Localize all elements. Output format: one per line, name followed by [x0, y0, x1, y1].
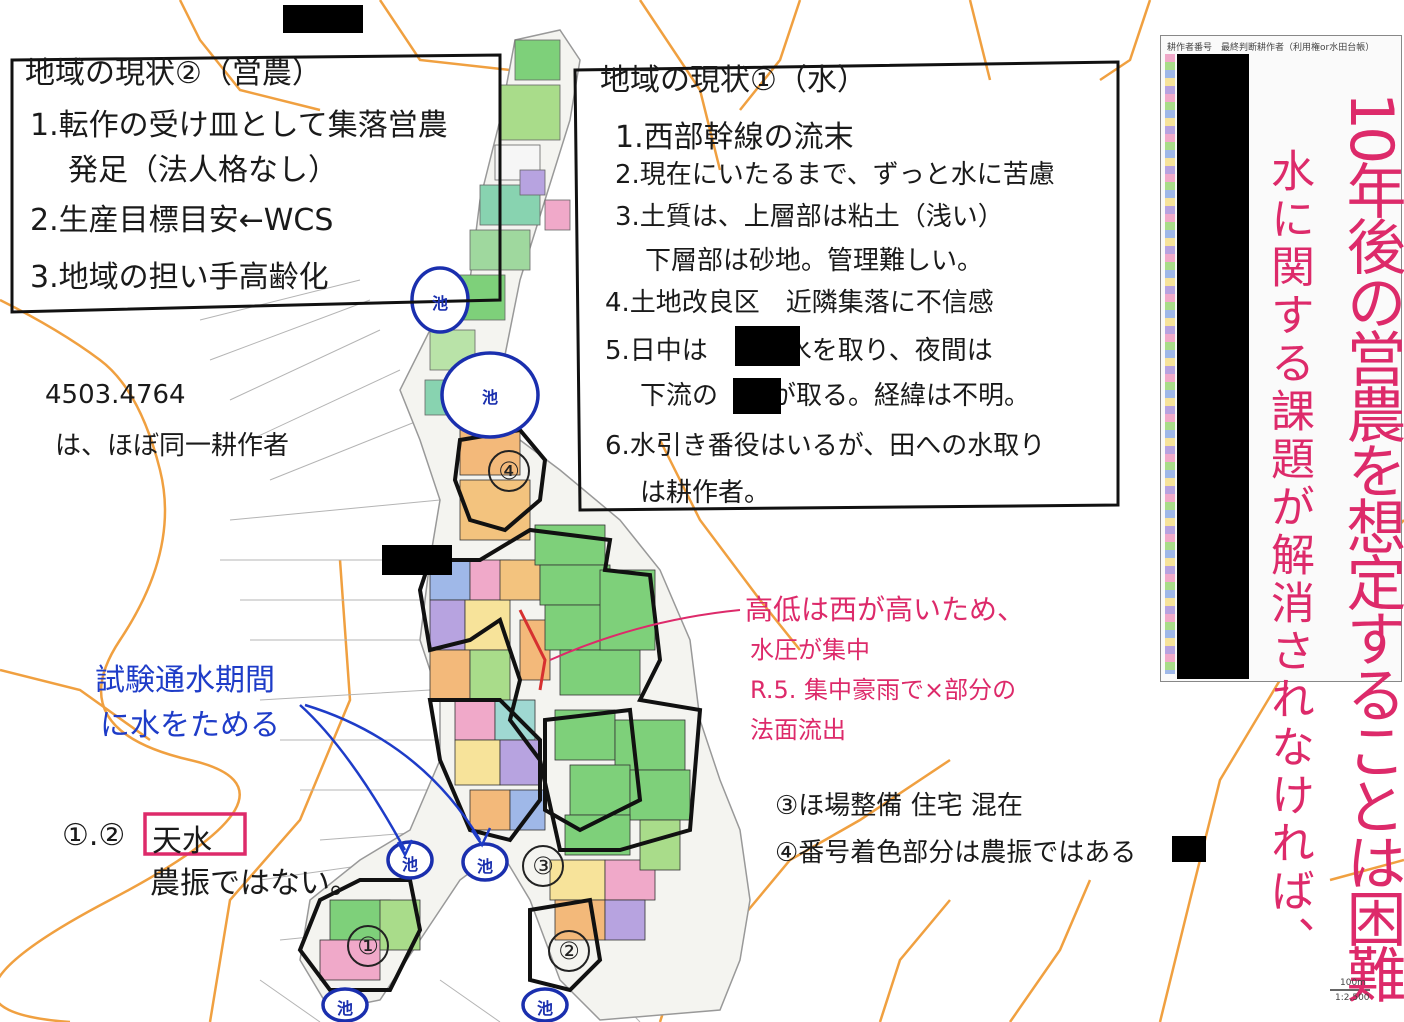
redaction-mizu-2 — [733, 378, 781, 414]
mizu-title: 地域の現状①（水） — [600, 63, 867, 98]
blue-arrows — [299, 703, 492, 858]
redaction-top — [283, 5, 363, 33]
district-marker-2: ② — [548, 930, 590, 972]
district-marker-1: ① — [347, 925, 389, 967]
pond-label-2: 池 — [482, 388, 499, 407]
pond-label-3: 池 — [402, 855, 419, 874]
tensui-line2: 農振ではない。 — [150, 866, 360, 901]
annotation-frames — [10, 53, 1120, 856]
legend-panel: 耕作者番号 最終判断耕作者（利用権or水田台帳） — [1160, 35, 1402, 682]
mizu-item-1: 1.西部幹線の流末 — [615, 120, 854, 155]
scale-label: 100m — [1340, 978, 1366, 988]
mizu-item-7: 下流の が取る。経緯は不明。 — [640, 381, 1031, 411]
right-column-2: 水に関する課題が解消されなければ、 — [1263, 148, 1314, 964]
district-marker-3: ③ — [522, 845, 564, 887]
frame-eino — [10, 53, 502, 314]
mizu-item-8: 6.水引き番役はいるが、田への水取り — [605, 431, 1046, 461]
parcel-note-line1: 4503.4764 — [45, 380, 186, 410]
eino-title: 地域の現状②（営農） — [25, 56, 322, 91]
eino-item-3: 2.生産目標目安←WCS — [30, 203, 334, 238]
pond-middle — [440, 351, 540, 439]
test-note-line1: 試験通水期間 — [95, 663, 275, 698]
pond-label-1: 池 — [432, 294, 449, 313]
scale-ratio: 1:2,500 — [1335, 993, 1370, 1003]
pond-label-4: 池 — [477, 857, 494, 876]
frame-tensui — [143, 812, 247, 856]
legend-swatches — [1165, 54, 1175, 674]
redaction-mizu-1 — [735, 326, 800, 366]
mizu-item-3: 3.土質は、上層部は粘土（浅い） — [615, 202, 1004, 232]
eino-item-1: 1.転作の受け皿として集落営農 — [30, 108, 448, 143]
mizu-item-2: 2.現在にいたるまで、ずっと水に苦慮 — [615, 160, 1055, 190]
note-four: ④番号着色部分は農振ではある — [775, 838, 1137, 868]
red-x-mark — [518, 609, 547, 691]
legend-header: 耕作者番号 最終判断耕作者（利用権or水田台帳） — [1167, 43, 1375, 53]
eino-item-4: 3.地域の担い手高齢化 — [30, 260, 329, 295]
district-marker-4: ④ — [488, 450, 530, 492]
pond-label-5: 池 — [337, 999, 354, 1018]
redaction-map — [382, 545, 452, 575]
tensui-prefix: ①.② — [62, 818, 126, 853]
mizu-item-4: 下層部は砂地。管理難しい。 — [645, 246, 984, 276]
pressure-note-line4: 法面流出 — [750, 716, 846, 744]
note-three: ③ほ場整備 住宅 混在 — [775, 791, 1023, 821]
eino-item-2: 発足（法人格なし） — [68, 153, 338, 188]
pond-south — [461, 842, 509, 882]
pressure-note-line3: R.5. 集中豪雨で×部分の — [750, 676, 1017, 704]
right-column-1: 10年後の営農を想定することは困難 — [1336, 92, 1404, 1001]
mizu-item-5: 4.土地改良区 近隣集落に不信感 — [605, 288, 994, 318]
pond-bottom-left — [321, 987, 369, 1022]
pond-label-6: 池 — [537, 999, 554, 1018]
redaction-note-four — [1172, 836, 1206, 862]
tensui-highlight: 天水 — [152, 824, 212, 859]
test-note-line2: に水をためる — [100, 708, 280, 743]
parcel-note-line2: は、ほぼ同一耕作者 — [55, 431, 290, 461]
pressure-note-line2: 水圧が集中 — [750, 636, 870, 664]
southern-fields — [319, 819, 681, 981]
district-outlines — [297, 427, 703, 993]
legend-redaction — [1177, 54, 1249, 679]
mizu-item-9: は耕作者。 — [640, 478, 771, 508]
pink-leader-line — [549, 609, 741, 661]
frame-mizu — [573, 60, 1120, 512]
pond-bottom-center — [521, 987, 569, 1022]
pressure-note-line1: 高低は西が高いため、 — [745, 593, 1026, 626]
